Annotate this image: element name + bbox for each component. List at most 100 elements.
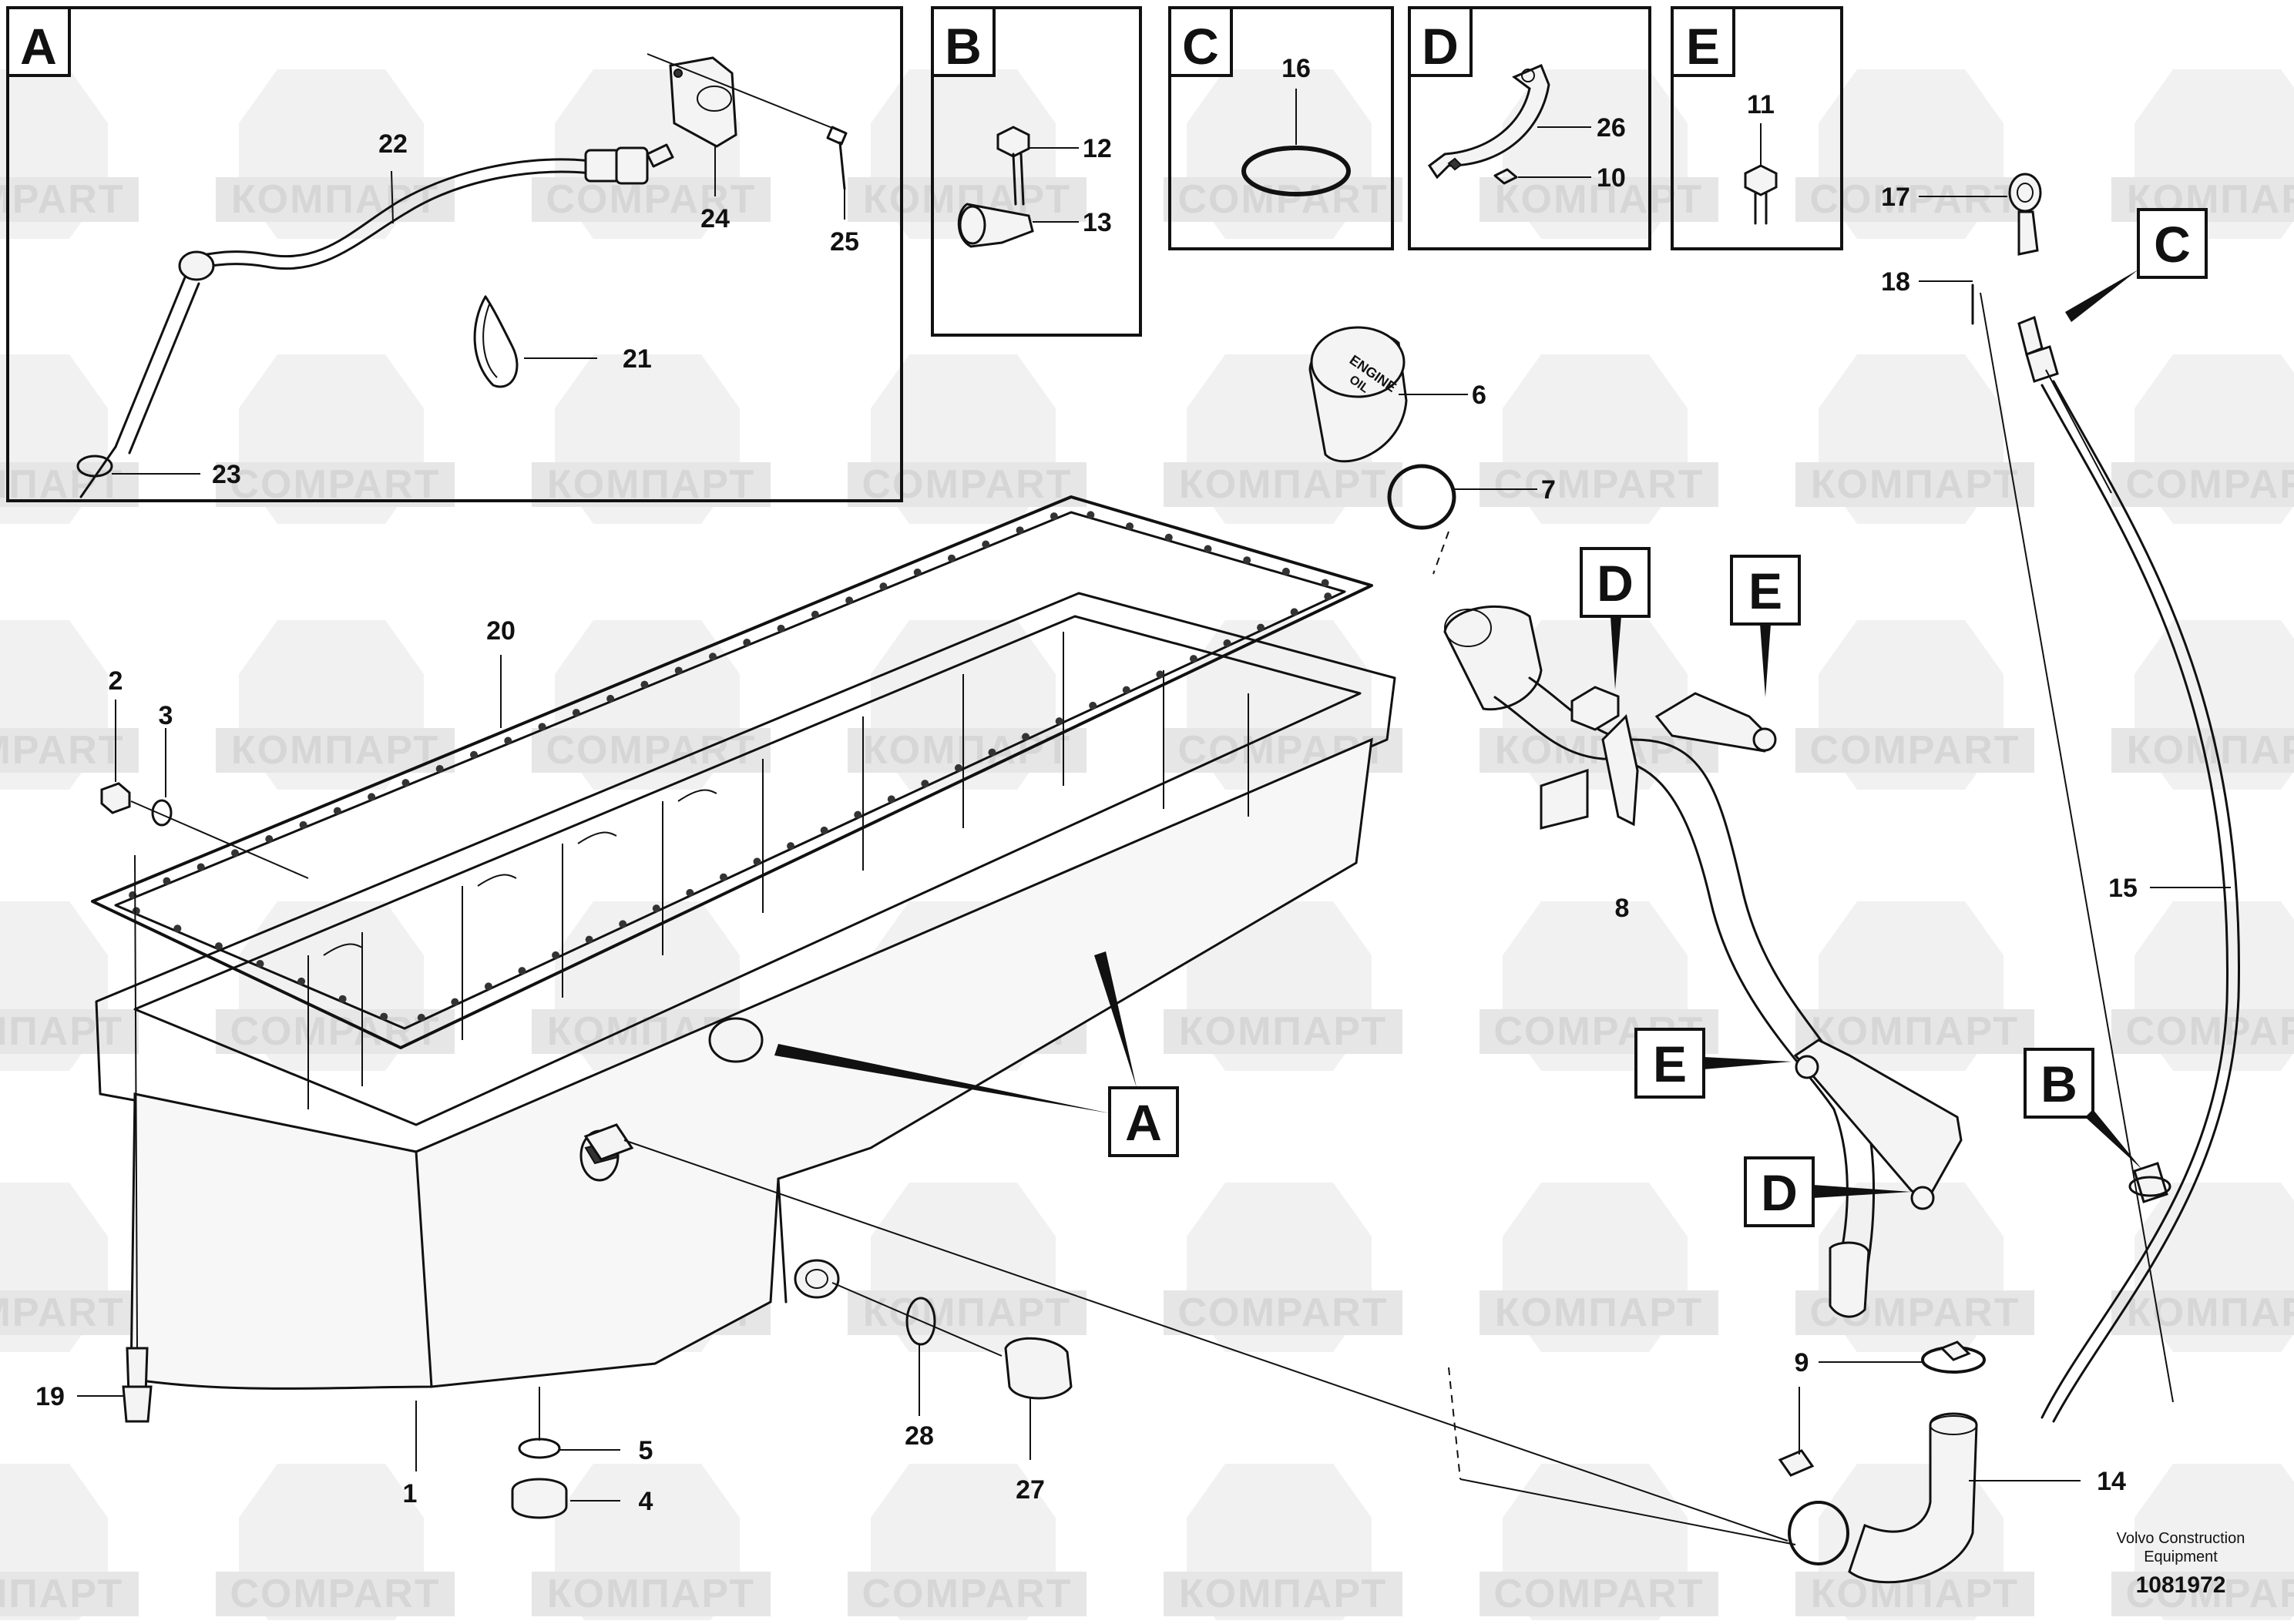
- watermark-tile: COMPART: [216, 901, 455, 1071]
- gasket-bolt-hole: [1257, 623, 1265, 632]
- callout-22: 22: [378, 129, 408, 159]
- watermark-tile: КОМПАРТ: [848, 620, 1087, 790]
- detail-d-parts: [1427, 64, 1591, 185]
- gasket-bolt-hole: [719, 873, 727, 881]
- callout-4: 4: [639, 1487, 653, 1516]
- callout-11: 11: [1747, 90, 1775, 119]
- gasket-bolt-hole: [1089, 701, 1097, 710]
- gasket-bolt-hole: [163, 877, 171, 885]
- callout-2: 2: [109, 666, 123, 696]
- watermark-tile: КОМПАРТ: [848, 1183, 1087, 1352]
- gasket-bolt-hole: [435, 764, 444, 773]
- detail-box-e: E: [1671, 6, 1843, 250]
- gasket-bolt-hole: [231, 849, 239, 857]
- watermark-text: КОМПАРТ: [1179, 1009, 1387, 1054]
- watermark-text: COMPART: [1809, 177, 2020, 222]
- footer-drawing-number: 1081972: [2136, 1572, 2226, 1598]
- gasket-bolt-hole: [954, 763, 962, 772]
- filler-and-dipstick: ENGINE OIL: [1308, 173, 2241, 1584]
- callout-7: 7: [1541, 475, 1556, 505]
- footer: Volvo Construction Equipment 1081972: [2117, 1530, 2245, 1598]
- gasket-bolt-hole: [1055, 717, 1063, 726]
- gasket-bolt-hole: [368, 793, 376, 801]
- watermark-tile: COMPART: [2111, 354, 2294, 524]
- watermark-text: COMPART: [546, 728, 756, 773]
- callout-5: 5: [639, 1436, 653, 1465]
- gasket-bolt-hole: [1243, 556, 1251, 565]
- callout-15: 15: [2108, 874, 2138, 903]
- watermark-text: COMPART: [0, 177, 125, 222]
- reference-tag-b: B: [2024, 1048, 2142, 1169]
- gasket-bolt-hole: [606, 694, 615, 703]
- reference-tag-e-lower-letter: E: [1653, 1035, 1687, 1092]
- watermark-text: КОМПАРТ: [863, 1290, 1071, 1335]
- detail-box-d-letter: D: [1422, 18, 1459, 75]
- watermark-tile: COMPART: [1480, 354, 1718, 524]
- gasket-bolt-hole: [1281, 567, 1290, 575]
- detail-box-b: B: [931, 6, 1142, 337]
- callout-28: 28: [905, 1421, 934, 1451]
- watermark-text: КОМПАРТ: [1179, 462, 1387, 507]
- watermark-tile: КОМПАРТ: [1480, 1183, 1718, 1352]
- gasket-bolt-hole: [1290, 608, 1298, 616]
- watermark-tile: COMPART: [216, 354, 455, 524]
- gasket-bolt-hole: [265, 835, 274, 844]
- callout-6: 6: [1472, 381, 1486, 410]
- watermark-tile: КОМПАРТ: [532, 1464, 771, 1624]
- gasket-bolt-hole: [585, 935, 593, 944]
- watermark-tile: COMPART: [1795, 620, 2034, 790]
- callout-25: 25: [830, 227, 859, 257]
- callout-9: 9: [1795, 1348, 1809, 1377]
- reference-tag-c: C: [2065, 208, 2208, 322]
- callout-1: 1: [403, 1479, 418, 1508]
- watermark-text: КОМПАРТ: [2127, 728, 2294, 773]
- callout-20: 20: [486, 616, 516, 646]
- watermark-text: COMPART: [0, 1290, 125, 1335]
- watermark-tile: COMPART: [1164, 69, 1402, 239]
- watermark-text: COMPART: [230, 1572, 440, 1616]
- callout-18: 18: [1881, 267, 1910, 297]
- gasket-bolt-hole: [921, 780, 929, 788]
- gasket-bolt-hole: [1321, 579, 1329, 587]
- gasket-bolt-hole: [777, 624, 785, 632]
- gasket-bolt-hole: [214, 942, 223, 951]
- gasket-bolt-hole: [686, 888, 694, 897]
- watermark-tile: COMPART: [532, 620, 771, 790]
- detail-c-parts: [1241, 89, 1351, 196]
- gasket-bolt-hole: [988, 748, 996, 757]
- callout-16: 16: [1281, 54, 1311, 83]
- callout-13: 13: [1083, 208, 1112, 237]
- detail-b-parts: [957, 126, 1079, 248]
- watermark-text: COMPART: [1177, 177, 1388, 222]
- watermark-tile: COMPART: [1164, 1183, 1402, 1352]
- gasket-bolt-hole: [854, 810, 862, 819]
- gasket-bolt-hole: [982, 540, 990, 549]
- watermark-text: COMPART: [0, 728, 125, 773]
- watermark-text: COMPART: [2125, 1009, 2294, 1054]
- reference-tag-a: A: [774, 951, 1179, 1157]
- detail-box-e-letter: E: [1686, 18, 1720, 75]
- callout-17: 17: [1881, 183, 1910, 212]
- gasket-bolt-hole: [652, 904, 660, 913]
- watermark-text: КОМПАРТ: [0, 1572, 123, 1616]
- gasket-bolt-hole: [1126, 522, 1134, 531]
- watermark-tile: КОМПАРТ: [2111, 620, 2294, 790]
- detail-e-parts: [1744, 123, 1778, 225]
- footer-maker-line2: Equipment: [2144, 1549, 2218, 1565]
- gasket-bolt-hole: [640, 680, 649, 689]
- watermark-text: COMPART: [2125, 1572, 2294, 1616]
- gasket-bolt-hole: [1223, 639, 1231, 647]
- gasket-bolt-hole: [845, 596, 854, 605]
- gasket-bolt-hole: [1189, 655, 1197, 663]
- gasket-bolt-hole: [674, 666, 683, 675]
- reference-tag-b-letter: B: [2040, 1055, 2077, 1112]
- watermark-text: КОМПАРТ: [1811, 1009, 2019, 1054]
- reference-tag-e-lower: E: [1634, 1028, 1792, 1099]
- gasket-bolt-hole: [132, 907, 140, 915]
- watermark-tile: КОМПАРТ: [1164, 1464, 1402, 1624]
- watermark-tile: КОМПАРТ: [0, 1464, 139, 1624]
- watermark-tile: COMPART: [2111, 1464, 2294, 1624]
- watermark-text: КОМПАРТ: [1495, 177, 1703, 222]
